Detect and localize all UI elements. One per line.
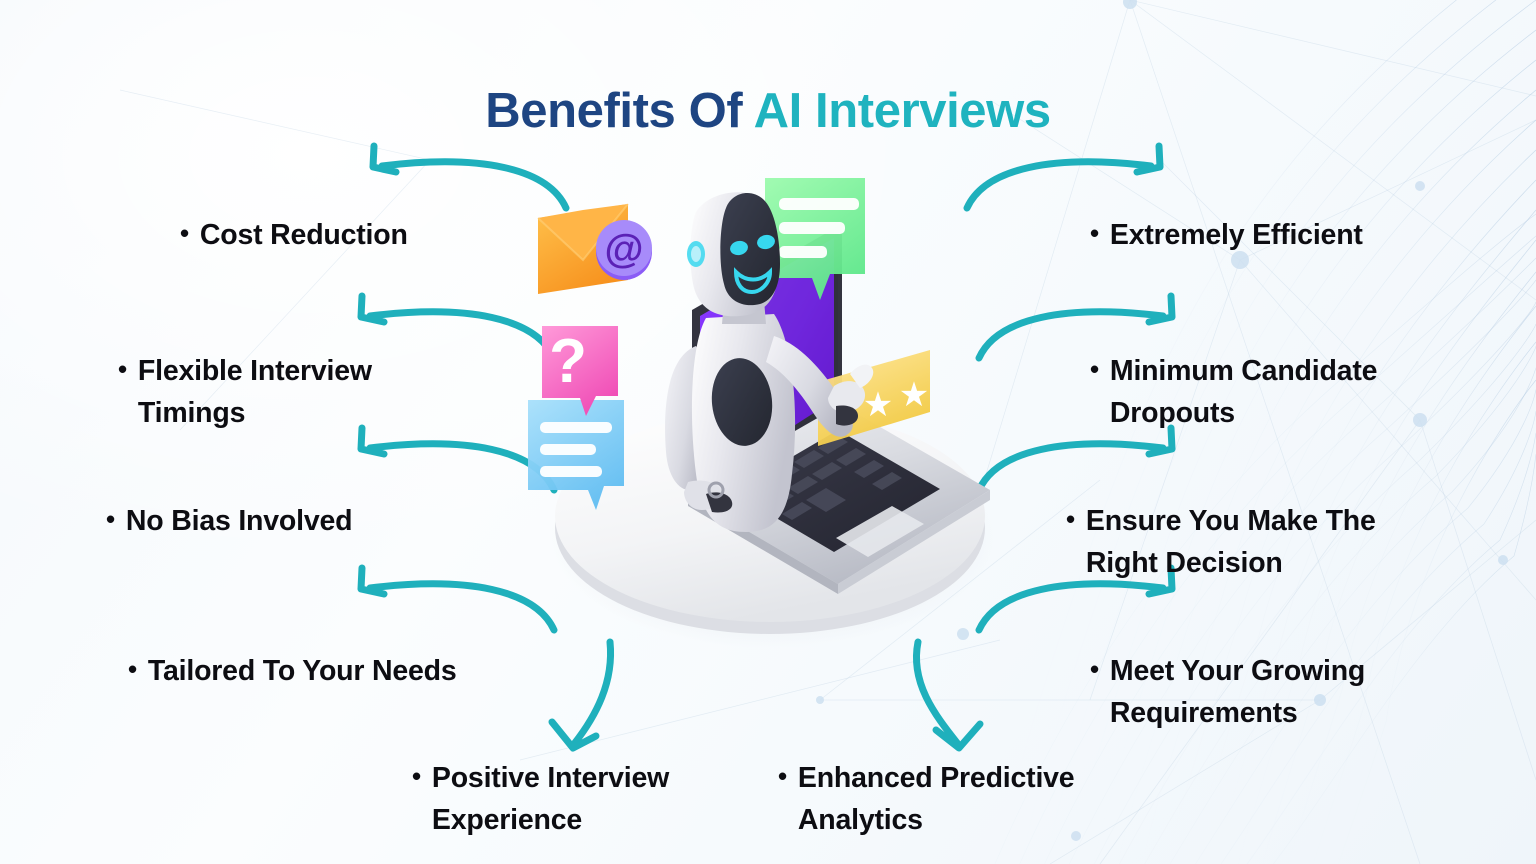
bullet-icon: •	[180, 218, 189, 248]
bullet-icon: •	[1066, 504, 1075, 534]
benefit-item-tailored-to-your-needs[interactable]: • Tailored To Your Needs	[128, 650, 457, 692]
at-symbol-glyph: @	[604, 227, 643, 271]
benefit-item-flexible-interview-timings[interactable]: • Flexible Interview Timings	[118, 350, 450, 434]
at-symbol-icon: @	[596, 220, 652, 280]
star-glyph-2: ★	[863, 386, 893, 424]
robot-eye-right	[757, 234, 775, 250]
benefit-item-no-bias-involved[interactable]: • No Bias Involved	[106, 500, 353, 542]
benefit-label: Extremely Efficient	[1109, 219, 1363, 251]
benefit-label: Cost Reduction	[199, 219, 408, 251]
bullet-icon: •	[412, 761, 421, 791]
green-chat-bubble	[765, 178, 865, 300]
question-mark-glyph: ?	[549, 327, 587, 396]
benefit-item-extremely-efficient[interactable]: • Extremely Efficient	[1090, 214, 1363, 256]
robot-laptop-illustration: ? @ ★ ★ ★	[528, 178, 994, 648]
title-primary-text: Benefits Of	[485, 83, 754, 138]
benefit-label: No Bias Involved	[125, 505, 353, 537]
bullet-icon: •	[1090, 218, 1099, 248]
benefit-label: Minimum Candidate Dropouts	[1109, 355, 1378, 430]
benefit-label: Tailored To Your Needs	[147, 655, 457, 687]
benefit-item-minimum-candidate-dropouts[interactable]: • Minimum Candidate Dropouts	[1090, 350, 1422, 434]
bullet-icon: •	[1090, 354, 1099, 384]
benefit-label: Positive Interview Experience	[431, 762, 670, 837]
bullet-icon: •	[778, 761, 787, 791]
benefit-item-meet-your-growing-requirements[interactable]: • Meet Your Growing Requirements	[1090, 650, 1422, 734]
robot-eye-left	[730, 240, 748, 256]
pink-question-bubble: ?	[542, 326, 618, 416]
blue-chat-bubble	[528, 400, 624, 510]
robot-character	[665, 192, 874, 532]
benefit-item-ensure-you-make-the-right-decision[interactable]: • Ensure You Make The Right Decision	[1066, 500, 1398, 584]
robot-mouth	[733, 267, 773, 295]
benefit-label: Meet Your Growing Requirements	[1109, 655, 1366, 730]
benefit-label: Flexible Interview Timings	[137, 355, 372, 430]
robot-hand	[828, 364, 874, 426]
bullet-icon: •	[128, 654, 137, 684]
benefit-label: Ensure You Make The Right Decision	[1085, 505, 1376, 580]
bullet-icon: •	[1090, 654, 1099, 684]
benefit-item-cost-reduction[interactable]: • Cost Reduction	[180, 214, 408, 256]
bullet-icon: •	[118, 354, 127, 384]
benefit-label: Enhanced Predictive Analytics	[797, 762, 1075, 837]
page-title: Benefits Of AI Interviews	[0, 83, 1536, 139]
title-accent-text: AI Interviews	[753, 83, 1051, 138]
bullet-icon: •	[106, 504, 115, 534]
benefit-item-positive-interview-experience[interactable]: • Positive Interview Experience	[412, 757, 744, 841]
benefit-item-enhanced-predictive-analytics[interactable]: • Enhanced Predictive Analytics	[778, 757, 1110, 841]
star-glyph-3: ★	[899, 376, 929, 414]
